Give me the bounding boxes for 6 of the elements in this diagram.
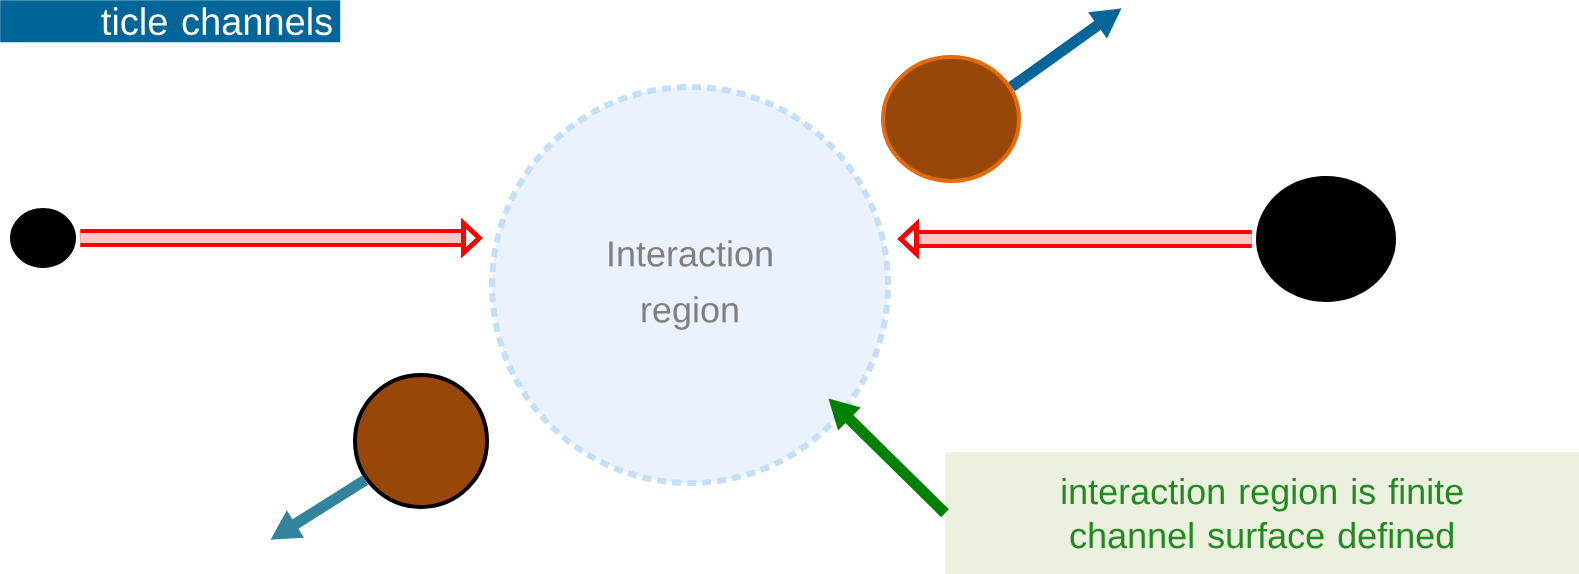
incoming-particle <box>1256 176 1396 302</box>
title-banner: ticle channels <box>0 0 341 43</box>
outgoing-particle <box>353 373 489 509</box>
note-box: interaction region is finite channel surface defined <box>945 452 1579 574</box>
outgoing-particle <box>881 55 1021 183</box>
incoming-particle <box>10 208 76 268</box>
